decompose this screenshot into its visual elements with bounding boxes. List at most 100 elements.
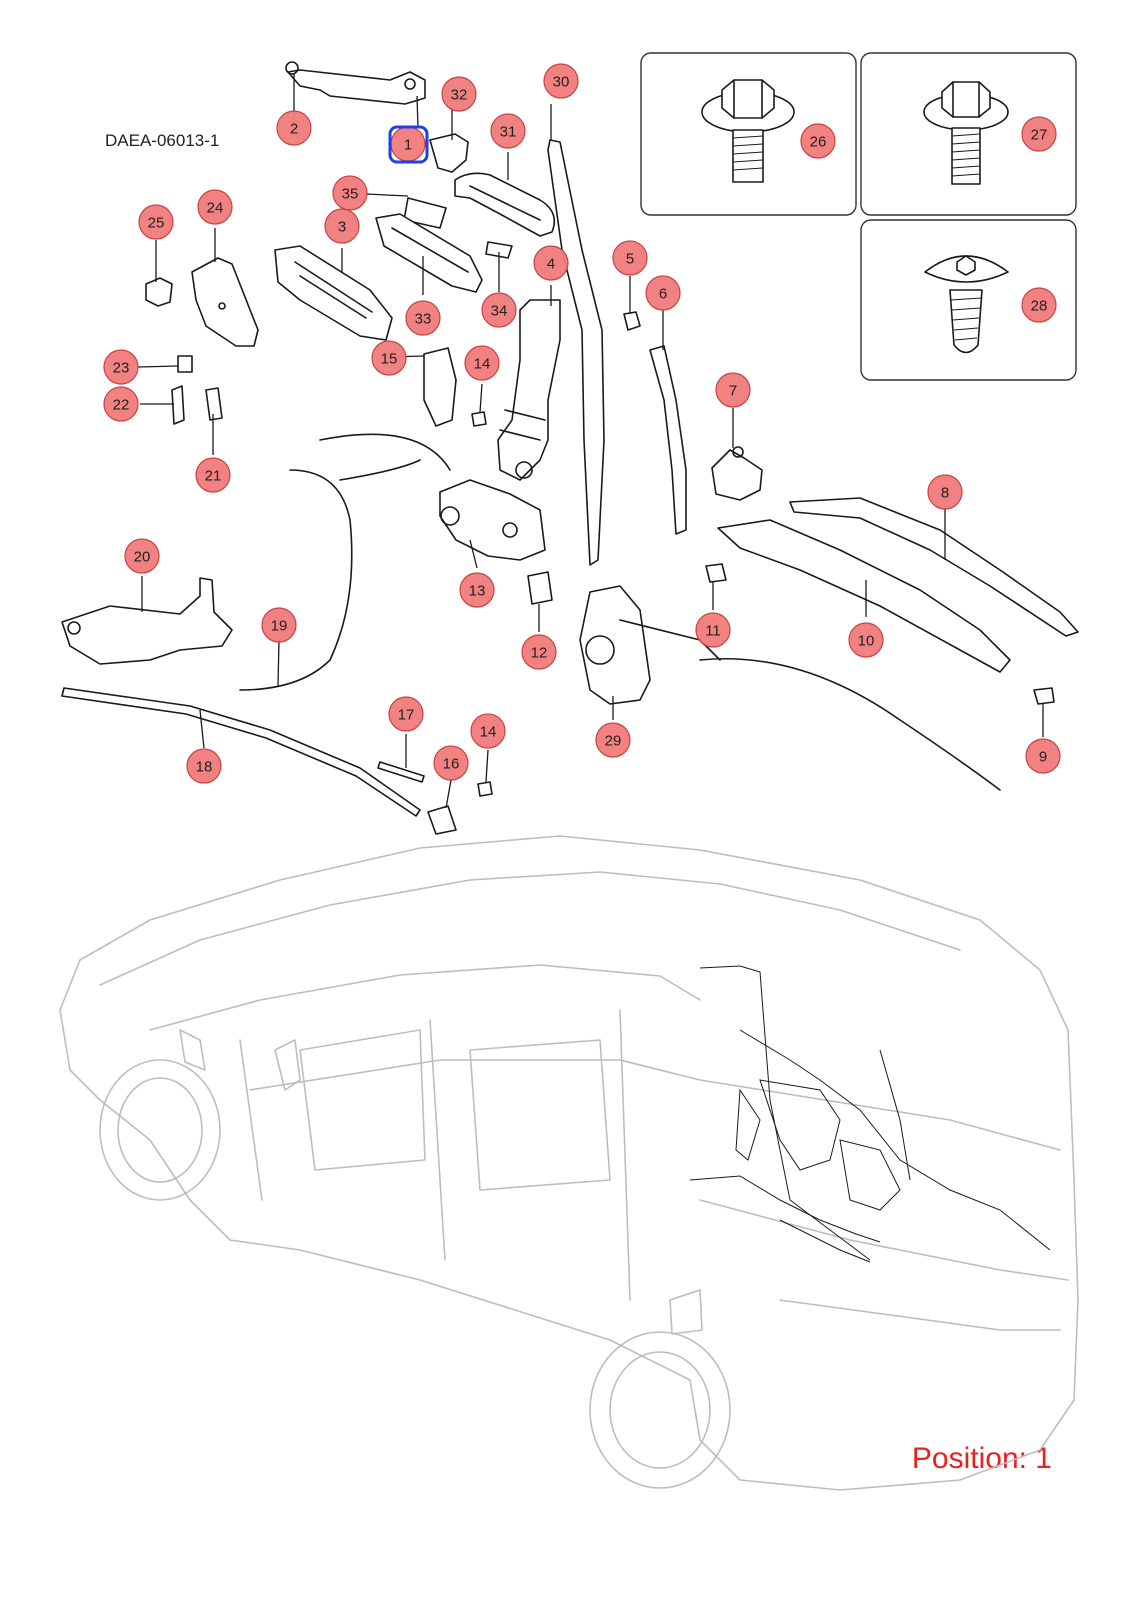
callout-c13[interactable]: 13 xyxy=(459,572,495,608)
callout-c23[interactable]: 23 xyxy=(103,349,139,385)
callout-c1[interactable]: 1 xyxy=(390,126,426,162)
tailgate-mechanism-view xyxy=(689,965,1051,1263)
callout-c4[interactable]: 4 xyxy=(533,245,569,281)
part-cap-23 xyxy=(177,355,193,373)
callout-circle[interactable] xyxy=(490,113,526,149)
callout-c19[interactable]: 19 xyxy=(261,607,297,643)
callout-c34[interactable]: 34 xyxy=(481,292,517,328)
callout-c9[interactable]: 9 xyxy=(1025,738,1061,774)
part-rail-8 xyxy=(789,497,1079,637)
callout-circle[interactable] xyxy=(543,63,579,99)
callout-c24[interactable]: 24 xyxy=(197,189,233,225)
part-gasket xyxy=(403,197,447,229)
callout-circle[interactable] xyxy=(464,345,500,381)
callout-c16[interactable]: 16 xyxy=(433,745,469,781)
callout-c12[interactable]: 12 xyxy=(521,634,557,670)
callout-circle[interactable] xyxy=(470,713,506,749)
callout-circle[interactable] xyxy=(433,745,469,781)
callout-label: 29 xyxy=(605,733,622,750)
callout-c2[interactable]: 2 xyxy=(276,110,312,146)
callout-circle[interactable] xyxy=(103,386,139,422)
part-window-regulator xyxy=(497,299,561,481)
callout-c7[interactable]: 7 xyxy=(715,372,751,408)
callout-c17[interactable]: 17 xyxy=(388,696,424,732)
bolt-inset-26 xyxy=(640,52,857,216)
callout-c6[interactable]: 6 xyxy=(645,275,681,311)
callout-c29[interactable]: 29 xyxy=(595,722,631,758)
callout-circle[interactable] xyxy=(371,340,407,376)
callout-label: 13 xyxy=(469,583,486,600)
callout-circle[interactable] xyxy=(197,189,233,225)
callout-circle[interactable] xyxy=(405,300,441,336)
callout-c11[interactable]: 11 xyxy=(695,612,731,648)
callout-c15[interactable]: 15 xyxy=(371,340,407,376)
callout-c14b[interactable]: 14 xyxy=(470,713,506,749)
callout-c18[interactable]: 18 xyxy=(186,748,222,784)
callout-c32[interactable]: 32 xyxy=(441,76,477,112)
callout-c21[interactable]: 21 xyxy=(195,457,231,493)
callout-c31[interactable]: 31 xyxy=(490,113,526,149)
callout-label: 30 xyxy=(553,74,570,91)
callout-c3[interactable]: 3 xyxy=(324,208,360,244)
callout-c35[interactable]: 35 xyxy=(332,175,368,211)
callout-circle[interactable] xyxy=(332,175,368,211)
callout-circle[interactable] xyxy=(103,349,139,385)
callout-circle[interactable] xyxy=(388,696,424,732)
callout-circle[interactable] xyxy=(138,204,174,240)
callout-c28[interactable]: 28 xyxy=(1021,287,1057,323)
callout-circle[interactable] xyxy=(695,612,731,648)
callout-c20[interactable]: 20 xyxy=(124,538,160,574)
callout-circle[interactable] xyxy=(481,292,517,328)
part-handle-base xyxy=(274,245,393,341)
callout-circle[interactable] xyxy=(261,607,297,643)
callout-label: 35 xyxy=(342,186,359,203)
callout-label: 14 xyxy=(474,356,491,373)
callout-c26[interactable]: 26 xyxy=(800,123,836,159)
callout-c8[interactable]: 8 xyxy=(927,474,963,510)
callout-label: 6 xyxy=(659,286,667,303)
callout-circle[interactable] xyxy=(324,208,360,244)
callout-c14a[interactable]: 14 xyxy=(464,345,500,381)
callout-circle[interactable] xyxy=(1021,116,1057,152)
callout-circle[interactable] xyxy=(533,245,569,281)
callout-circle[interactable] xyxy=(186,748,222,784)
callout-circle[interactable] xyxy=(1021,287,1057,323)
part-weatherstrip xyxy=(649,345,687,535)
callout-c30[interactable]: 30 xyxy=(543,63,579,99)
callout-c10[interactable]: 10 xyxy=(848,622,884,658)
part-latch-15 xyxy=(423,347,457,427)
callout-circle[interactable] xyxy=(459,572,495,608)
callout-label: 11 xyxy=(705,623,721,640)
callout-c27[interactable]: 27 xyxy=(1021,116,1057,152)
callout-circle[interactable] xyxy=(595,722,631,758)
callout-circle[interactable] xyxy=(195,457,231,493)
leader-lines xyxy=(137,74,1044,809)
callout-circle[interactable] xyxy=(276,110,312,146)
callout-label: 7 xyxy=(729,383,737,400)
part-hinge-bracket xyxy=(285,61,426,105)
callout-label: 5 xyxy=(626,251,634,268)
callout-label: 3 xyxy=(338,219,346,236)
callout-label: 24 xyxy=(207,200,224,217)
callout-circle[interactable] xyxy=(521,634,557,670)
callout-label: 12 xyxy=(531,645,548,662)
callout-c22[interactable]: 22 xyxy=(103,386,139,422)
callout-circle[interactable] xyxy=(927,474,963,510)
callout-circle[interactable] xyxy=(124,538,160,574)
callout-c5[interactable]: 5 xyxy=(612,240,648,276)
part-actuator xyxy=(579,585,721,705)
callout-circle[interactable] xyxy=(645,275,681,311)
part-nut-14b xyxy=(477,781,493,797)
callout-circle[interactable] xyxy=(800,123,836,159)
callout-c33[interactable]: 33 xyxy=(405,300,441,336)
callout-circle[interactable] xyxy=(848,622,884,658)
callout-circle[interactable] xyxy=(441,76,477,112)
part-clip-9 xyxy=(1033,687,1055,705)
callout-c25[interactable]: 25 xyxy=(138,204,174,240)
callout-circle[interactable] xyxy=(715,372,751,408)
callout-circle[interactable] xyxy=(1025,738,1061,774)
callout-circle[interactable] xyxy=(612,240,648,276)
callout-label: 15 xyxy=(381,351,398,368)
